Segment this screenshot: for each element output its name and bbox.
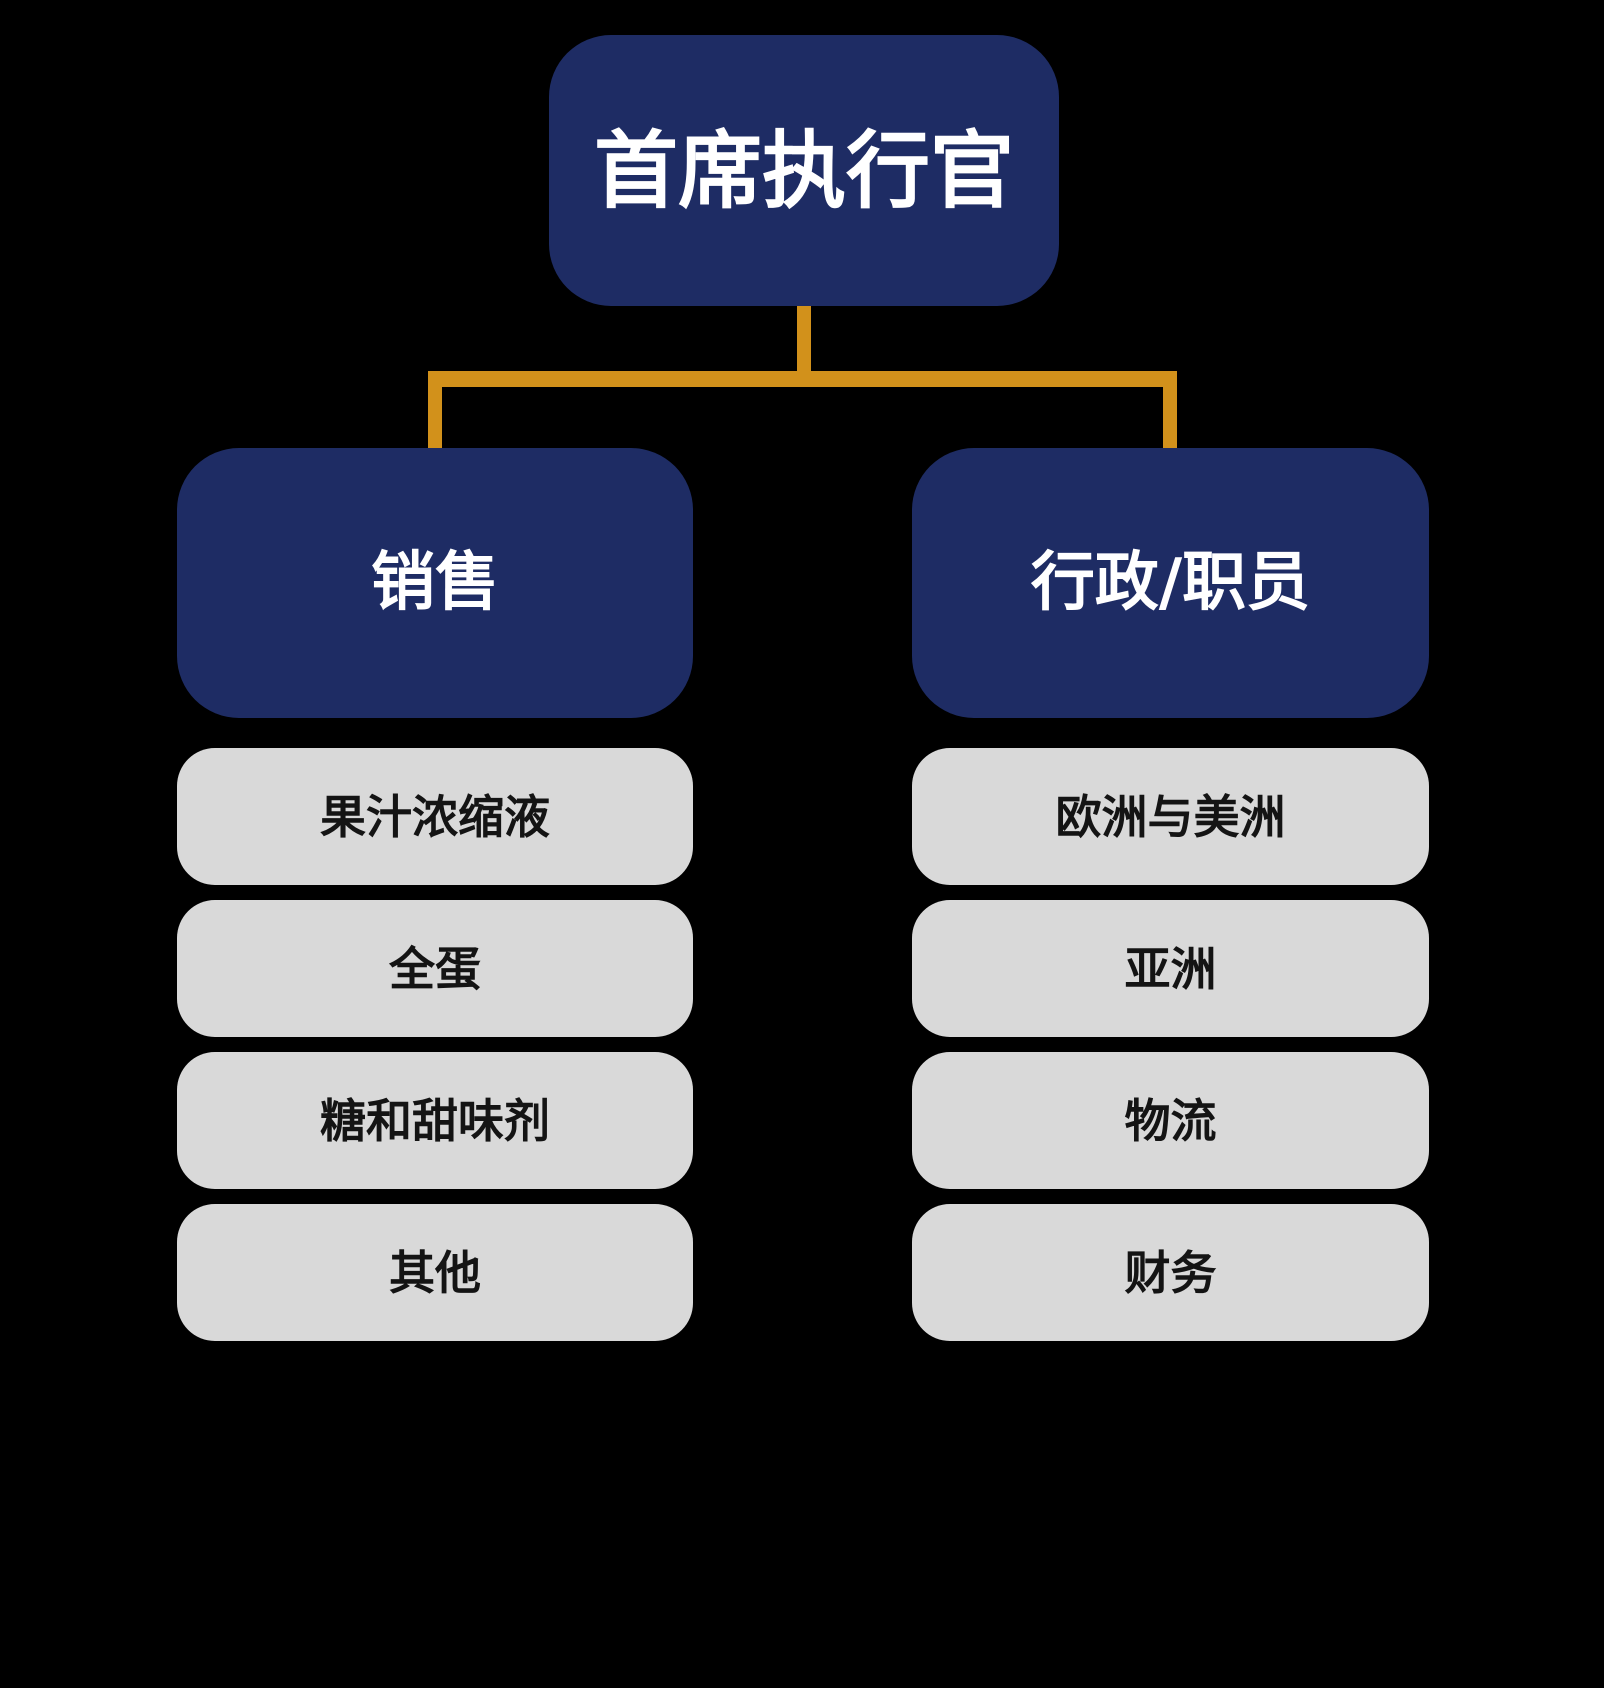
leaf-juice-concentrate: 果汁浓缩液	[177, 748, 693, 885]
leaf-whole-egg: 全蛋	[177, 900, 693, 1037]
node-ceo-label: 首席执行官	[593, 121, 1014, 220]
connector-right-drop	[1163, 371, 1177, 449]
leaf-label: 物流	[1124, 1093, 1217, 1148]
leaf-finance: 财务	[912, 1204, 1429, 1341]
leaf-sugar-sweeteners: 糖和甜味剂	[177, 1052, 693, 1189]
node-ceo: 首席执行官	[549, 35, 1059, 306]
leaf-other: 其他	[177, 1204, 693, 1341]
node-sales: 销售	[177, 448, 693, 718]
node-sales-label: 销售	[371, 546, 499, 620]
leaf-label: 其他	[389, 1245, 481, 1300]
leaf-label: 亚洲	[1124, 941, 1217, 996]
leaf-logistics: 物流	[912, 1052, 1429, 1189]
leaf-label: 欧洲与美洲	[1055, 789, 1286, 844]
connector-root-stub	[797, 306, 811, 387]
leaf-europe-americas: 欧洲与美洲	[912, 748, 1429, 885]
leaf-label: 果汁浓缩液	[320, 789, 550, 844]
node-admin-staff-label: 行政/职员	[1030, 546, 1311, 620]
connector-left-drop	[428, 371, 442, 449]
leaf-label: 财务	[1124, 1245, 1217, 1300]
leaf-label: 全蛋	[389, 941, 481, 996]
leaf-asia: 亚洲	[912, 900, 1429, 1037]
connector-horizontal	[428, 371, 1177, 387]
leaf-label: 糖和甜味剂	[320, 1093, 550, 1148]
node-admin-staff: 行政/职员	[912, 448, 1429, 718]
